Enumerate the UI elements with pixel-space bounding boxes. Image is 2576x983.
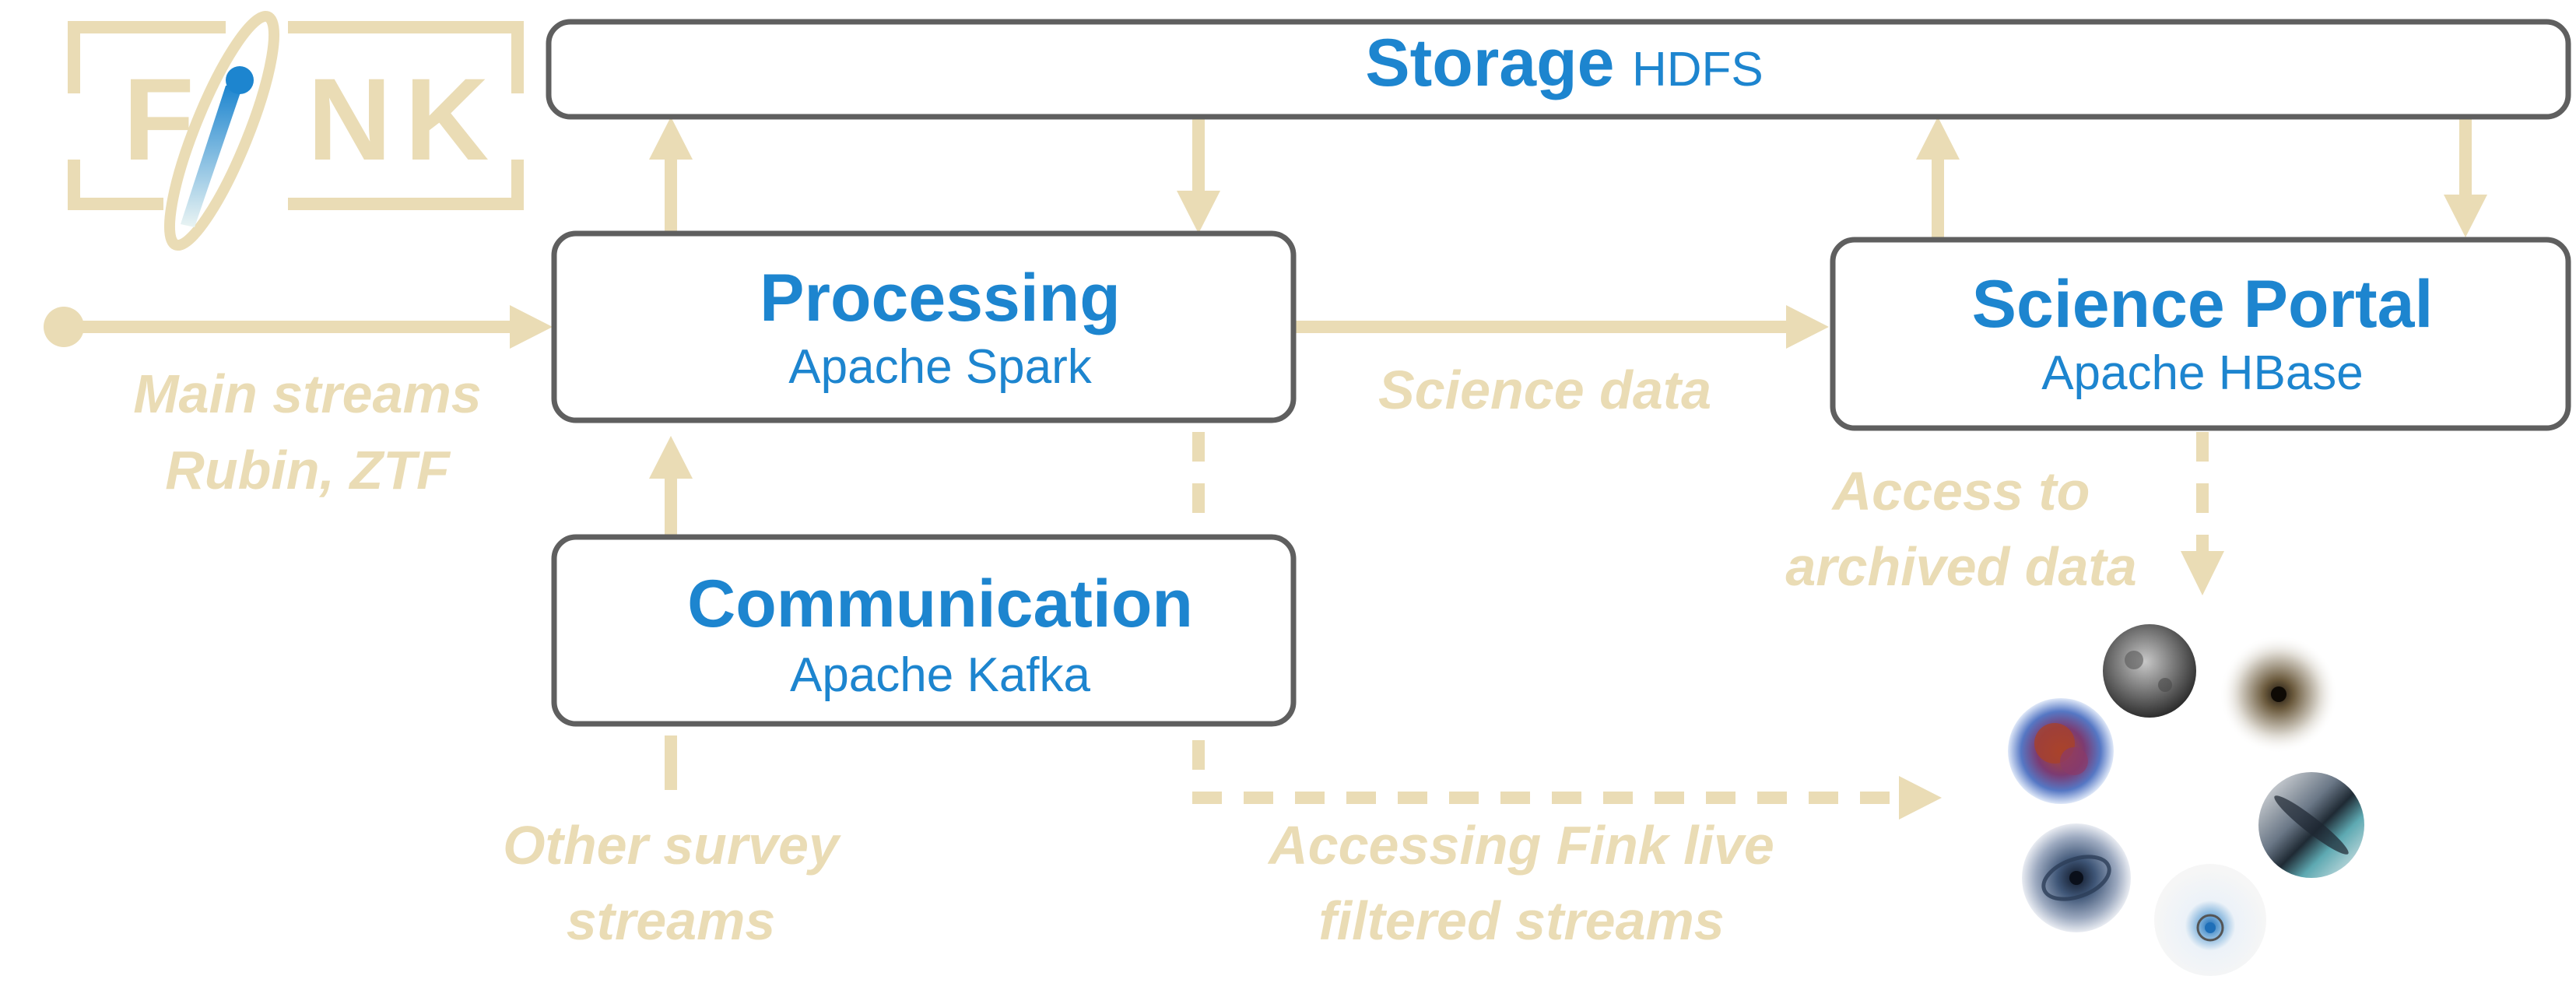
star-cluster-image: [2220, 635, 2338, 753]
logo-i-stroke: [181, 86, 243, 227]
live-streams-dashed-path: [1192, 432, 1899, 804]
transient-image: [2154, 864, 2266, 976]
logo-letter-n: N: [307, 54, 391, 184]
archived-access-arrowhead: [2181, 551, 2224, 595]
live-streams-caption-line2: filtered streams: [1318, 890, 1724, 951]
communication-title: Communication: [687, 567, 1193, 641]
archived-caption-line1: Access to: [1831, 461, 2090, 521]
science-data-caption: Science data: [1378, 360, 1711, 420]
logo-frame-bottom-right: [288, 160, 524, 210]
portal-node: Science Portal Apache HBase: [1830, 237, 2571, 431]
communication-node: Communication Apache Kafka: [551, 534, 1297, 727]
storage-subtitle: HDFS: [1632, 43, 1764, 97]
logo-frame-top-left: [68, 21, 226, 93]
portal-subtitle: Apache HBase: [2041, 346, 2364, 400]
logo-letter-k: K: [405, 54, 489, 184]
storage-node: Storage HDFS: [546, 19, 2571, 120]
processing-to-storage-arrowhead: [649, 117, 693, 160]
logo-i-dot: [226, 66, 254, 94]
portal-title: Science Portal: [1972, 267, 2434, 342]
communication-subtitle: Apache Kafka: [790, 648, 1091, 702]
storage-to-portal-arrowhead: [2444, 195, 2487, 237]
processing-title: Processing: [760, 261, 1121, 335]
storage-title: Storage: [1365, 26, 1614, 100]
spiral-galaxy-image: [2022, 823, 2131, 932]
supernova-remnant-image: [2008, 698, 2114, 804]
live-streams-arrowhead: [1899, 776, 1942, 820]
arrows: [44, 117, 2487, 820]
communication-box: [551, 534, 1297, 727]
archived-caption-line2: archived data: [1785, 536, 2136, 597]
other-survey-caption-line1: Other survey: [503, 815, 841, 876]
main-stream-arrowhead: [510, 305, 553, 349]
main-streams-caption-line1: Main streams: [133, 363, 481, 424]
captions: Main streams Rubin, ZTF Science data Acc…: [133, 360, 2136, 951]
science-data-arrowhead: [1786, 305, 1829, 349]
galaxy-edge-on-image: [2258, 772, 2364, 878]
asteroid-image: [2103, 624, 2196, 718]
other-survey-caption-line2: streams: [567, 890, 776, 951]
logo-frame-top-right: [288, 21, 524, 93]
storage-box: [546, 19, 2571, 120]
fink-logo: F N K: [68, 10, 524, 251]
storage-label: Storage HDFS: [1365, 26, 1763, 100]
storage-to-processing-arrowhead: [1177, 191, 1220, 233]
logo-frame-bottom-left: [68, 160, 163, 210]
portal-to-storage-arrowhead: [1916, 117, 1960, 160]
live-streams-caption-line1: Accessing Fink live: [1267, 815, 1774, 876]
processing-node: Processing Apache Spark: [551, 230, 1297, 423]
astro-image-ring: [2008, 624, 2364, 976]
main-streams-caption-line2: Rubin, ZTF: [165, 440, 451, 500]
processing-box: [551, 230, 1297, 423]
communication-to-processing-arrowhead: [649, 436, 693, 479]
portal-box: [1830, 237, 2571, 431]
processing-subtitle: Apache Spark: [788, 340, 1092, 394]
